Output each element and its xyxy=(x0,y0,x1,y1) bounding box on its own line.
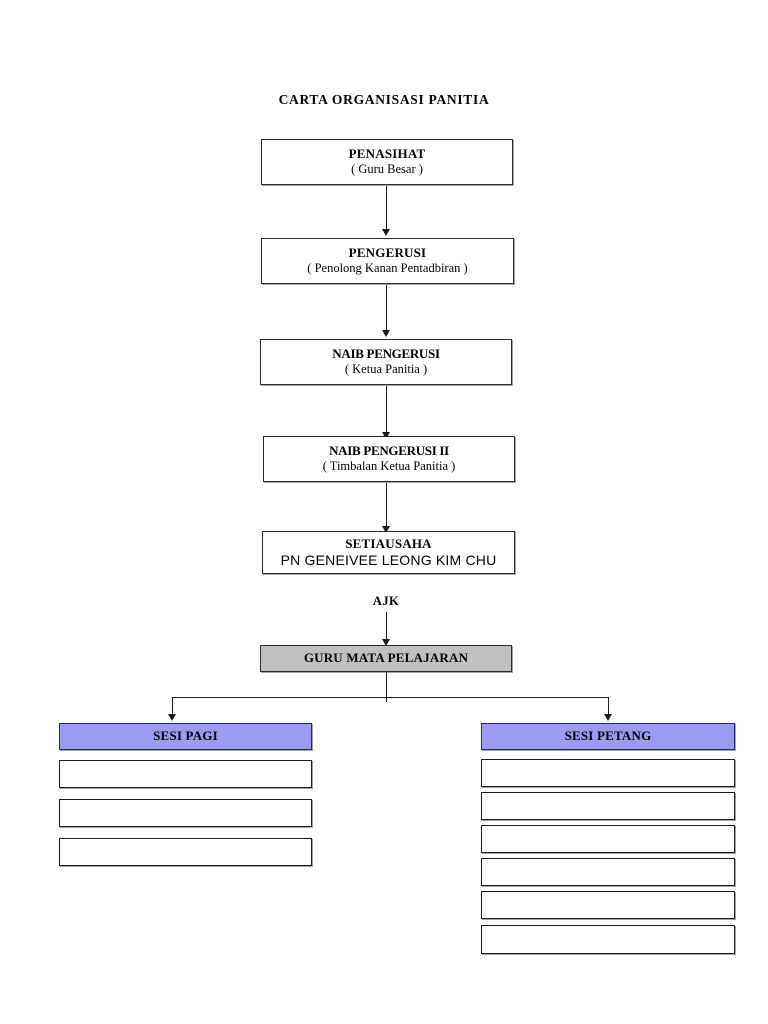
arrowhead-icon xyxy=(604,714,612,721)
node-guru-mata-pelajaran[interactable]: GURU MATA PELAJARAN xyxy=(260,645,512,672)
node-penasihat-title: PENASIHAT xyxy=(348,146,426,162)
connector-branch-right xyxy=(608,697,609,717)
node-setiausaha[interactable]: SETIAUSAHA PN GENEIVEE LEONG KIM CHU xyxy=(262,531,515,574)
connector-naib-pengerusi-to-naib-pengerusi-2 xyxy=(386,386,387,434)
node-naib-pengerusi-subtitle: ( Ketua Panitia ) xyxy=(344,361,428,376)
arrowhead-icon xyxy=(382,639,390,646)
node-naib-pengerusi[interactable]: NAIB PENGERUSI ( Ketua Panitia ) xyxy=(260,339,512,385)
arrowhead-icon xyxy=(382,432,390,439)
connector-ajk-to-guru-mata-pelajaran xyxy=(386,612,387,644)
node-naib-pengerusi-2-subtitle: ( Timbalan Ketua Panitia ) xyxy=(322,458,456,473)
node-penasihat-subtitle: ( Guru Besar ) xyxy=(351,161,423,176)
arrowhead-icon xyxy=(382,330,390,337)
connector-pengerusi-to-naib-pengerusi xyxy=(386,285,387,332)
sesi-petang-slot-5[interactable] xyxy=(481,891,735,919)
sesi-petang-slot-4[interactable] xyxy=(481,858,735,886)
node-setiausaha-title: SETIAUSAHA xyxy=(345,535,432,551)
node-setiausaha-subtitle: PN GENEIVEE LEONG KIM CHU xyxy=(280,551,497,568)
sesi-petang-slot-6[interactable] xyxy=(481,925,735,954)
page-title: CARTA ORGANISASI PANITIA xyxy=(278,92,490,107)
node-pengerusi[interactable]: PENGERUSI ( Penolong Kanan Pentadbiran ) xyxy=(261,238,514,284)
sesi-pagi-slot-3[interactable] xyxy=(59,838,312,866)
arrowhead-icon xyxy=(382,229,390,236)
sesi-petang-label: SESI PETANG xyxy=(564,728,652,744)
connector-guru-stem xyxy=(386,672,387,702)
sesi-pagi-label: SESI PAGI xyxy=(153,728,218,744)
arrowhead-icon xyxy=(382,526,390,533)
sesi-petang-slot-2[interactable] xyxy=(481,792,735,820)
node-naib-pengerusi-2-title: NAIB PENGERUSI II xyxy=(329,443,449,459)
node-sesi-petang-header[interactable]: SESI PETANG xyxy=(481,723,735,750)
connector-branch-left xyxy=(172,697,173,717)
connector-naib-pengerusi-2-to-setiausaha xyxy=(386,483,387,528)
connector-penasihat-to-pengerusi xyxy=(386,186,387,231)
connector-branch-bar xyxy=(172,697,609,698)
arrowhead-icon xyxy=(168,714,176,721)
node-sesi-pagi-header[interactable]: SESI PAGI xyxy=(59,723,312,750)
node-naib-pengerusi-title: NAIB PENGERUSI xyxy=(332,346,440,362)
sesi-pagi-slot-1[interactable] xyxy=(59,760,312,788)
node-penasihat[interactable]: PENASIHAT ( Guru Besar ) xyxy=(261,139,513,185)
sesi-pagi-slot-2[interactable] xyxy=(59,799,312,827)
node-naib-pengerusi-2[interactable]: NAIB PENGERUSI II ( Timbalan Ketua Panit… xyxy=(263,436,515,482)
ajk-label: AJK xyxy=(372,594,400,608)
node-pengerusi-title: PENGERUSI xyxy=(348,245,427,261)
sesi-petang-slot-3[interactable] xyxy=(481,825,735,853)
sesi-petang-slot-1[interactable] xyxy=(481,759,735,787)
node-pengerusi-subtitle: ( Penolong Kanan Pentadbiran ) xyxy=(307,260,468,275)
node-guru-mata-pelajaran-title: GURU MATA PELAJARAN xyxy=(303,650,469,666)
